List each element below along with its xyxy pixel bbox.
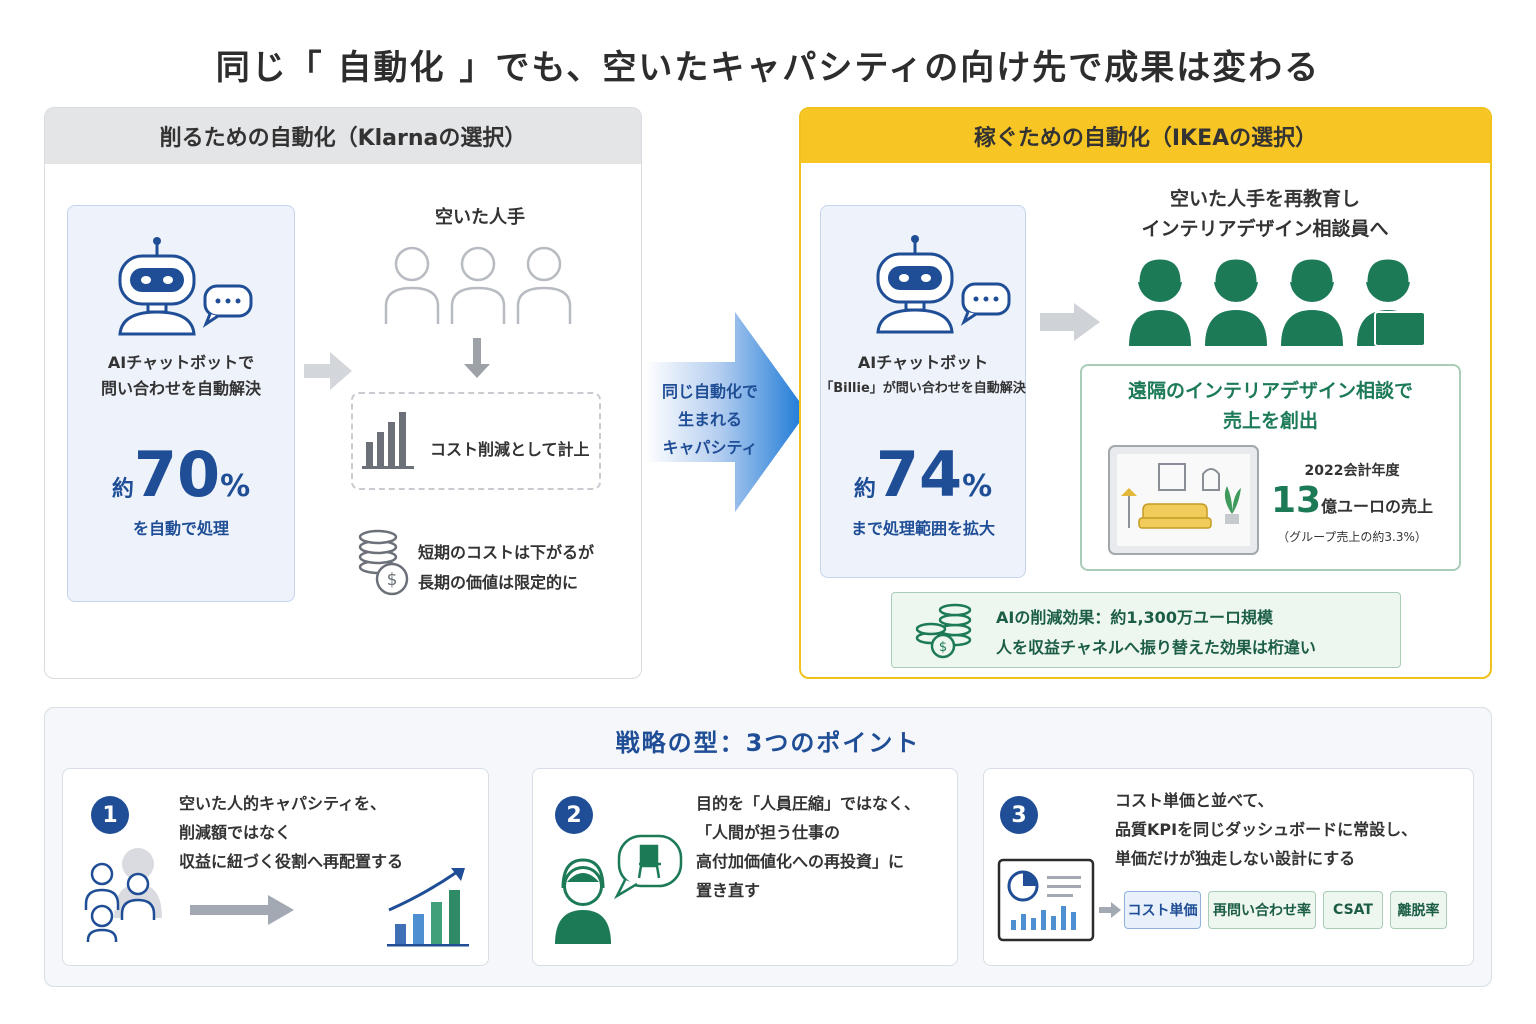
fiscal-year-label: 2022会計年度 — [1304, 463, 1400, 479]
kpi-tag-churn: 離脱率 — [1390, 891, 1447, 929]
capacity-label: 同じ自動化で 生まれる キャパシティ — [655, 378, 765, 462]
kpi-tag-cost: コスト単価 — [1124, 891, 1201, 929]
klarna-bot-description: AIチャットボットで 問い合わせを自動解決 — [67, 350, 295, 402]
ikea-bot-line2: 「Billie」が問い合わせを自動解決 — [820, 381, 1026, 396]
point-number-1: 1 — [91, 796, 129, 834]
growth-chart-icon — [387, 868, 469, 947]
ikea-panel-header: 稼ぐための自動化（IKEAの選択） — [801, 109, 1490, 163]
remote-design-title: 遠隔のインテリアデザイン相談で 売上を創出 — [1080, 376, 1461, 436]
klarna-bot-line2: 問い合わせを自動解決 — [100, 379, 261, 398]
headset-agents-icon — [1129, 256, 1426, 347]
coin-note-line2: 長期の価値は限定的に — [418, 573, 579, 592]
living-room-tablet-icon — [1108, 445, 1259, 555]
bar-chart-icon — [362, 412, 414, 469]
ikea-bot-line1: AIチャットボット — [857, 353, 989, 372]
arrow-right-icon-2 — [1040, 303, 1100, 341]
svg-text:$: $ — [387, 570, 398, 590]
revenue-figure: 13億ユーロの売上 — [1270, 480, 1434, 521]
coin-note-line1: 短期のコストは下がるが — [418, 543, 595, 562]
agent-chair-icon — [555, 834, 683, 944]
arrow-down-icon — [464, 338, 490, 378]
retrain-label: 空いた人手を再教育し インテリアデザイン相談員へ — [1080, 184, 1450, 244]
cost-reduction-box — [351, 392, 601, 490]
people-group-icon — [84, 848, 162, 942]
kpi-tag-csat: CSAT — [1323, 891, 1383, 929]
dashboard-icon — [997, 858, 1095, 942]
cost-reduction-label: コスト削減として計上 — [430, 440, 590, 459]
capacity-line2: 生まれる — [677, 410, 742, 429]
coins-dollar-icon: $ — [358, 529, 409, 596]
robot-icon-billie — [876, 235, 1011, 334]
klarna-percentage: 約70% — [111, 438, 251, 511]
arrow-right-icon-4 — [1099, 902, 1121, 918]
klarna-pct-note: を自動で処理 — [132, 519, 229, 538]
coin-note: 短期のコストは下がるが 長期の価値は限定的に — [418, 538, 594, 598]
capacity-line3: キャパシティ — [662, 438, 758, 457]
ikea-pct-note: まで処理範囲を拡大 — [850, 519, 995, 538]
klarna-panel-header: 削るための自動化（Klarnaの選択） — [45, 108, 641, 164]
kpi-tag-recontact: 再問い合わせ率 — [1208, 891, 1316, 929]
remote-design-line1: 遠隔のインテリアデザイン相談で — [1127, 380, 1413, 402]
klarna-bot-line1: AIチャットボットで — [107, 353, 255, 372]
point-number-3: 3 — [1000, 796, 1038, 834]
capacity-arrow — [645, 312, 807, 512]
remote-design-line2: 売上を創出 — [1222, 410, 1318, 432]
strategy-title: 戦略の型：3つのポイント — [615, 729, 921, 757]
point-text-2: 目的を「人員圧縮」ではなく、 「人間が担う仕事の 高付加価値化への再投資」に 置… — [696, 794, 921, 900]
robot-icon — [118, 237, 253, 336]
revenue-share-note: （グループ売上の約3.3%） — [1277, 530, 1427, 544]
point-number-2: 2 — [555, 796, 593, 834]
arrow-right-icon-3 — [190, 895, 294, 925]
effect-box — [891, 592, 1401, 668]
ikea-percentage: 約74% — [853, 438, 993, 511]
svg-text:$: $ — [939, 640, 947, 655]
page-title: 同じ「 自動化 」でも、空いたキャパシティの向け先で成果は変わる — [215, 48, 1321, 88]
coins-dollar-icon-green: $ — [915, 603, 972, 659]
retrain-line1: 空いた人手を再教育し — [1169, 188, 1360, 210]
point-text-3: コスト単価と並べて、 品質KPIを同じダッシュボードに常設し、 単価だけが独走し… — [1115, 791, 1418, 868]
capacity-line1: 同じ自動化で — [661, 382, 758, 401]
freed-staff-label: 空いた人手 — [435, 207, 525, 228]
effect-line2: 人を収益チャネルへ振り替えた効果は桁違い — [996, 638, 1316, 657]
retrain-line2: インテリアデザイン相談員へ — [1141, 218, 1389, 240]
point-text-1: 空いた人的キャパシティを、 削減額ではなく 収益に紐づく役割へ再配置する — [179, 794, 404, 871]
arrow-right-icon — [304, 352, 352, 390]
effect-line1: AIの削減効果：約1,300万ユーロ規模 — [996, 608, 1273, 627]
ikea-bot-description: AIチャットボット 「Billie」が問い合わせを自動解決 — [820, 350, 1026, 402]
people-outline-icon — [384, 246, 572, 324]
